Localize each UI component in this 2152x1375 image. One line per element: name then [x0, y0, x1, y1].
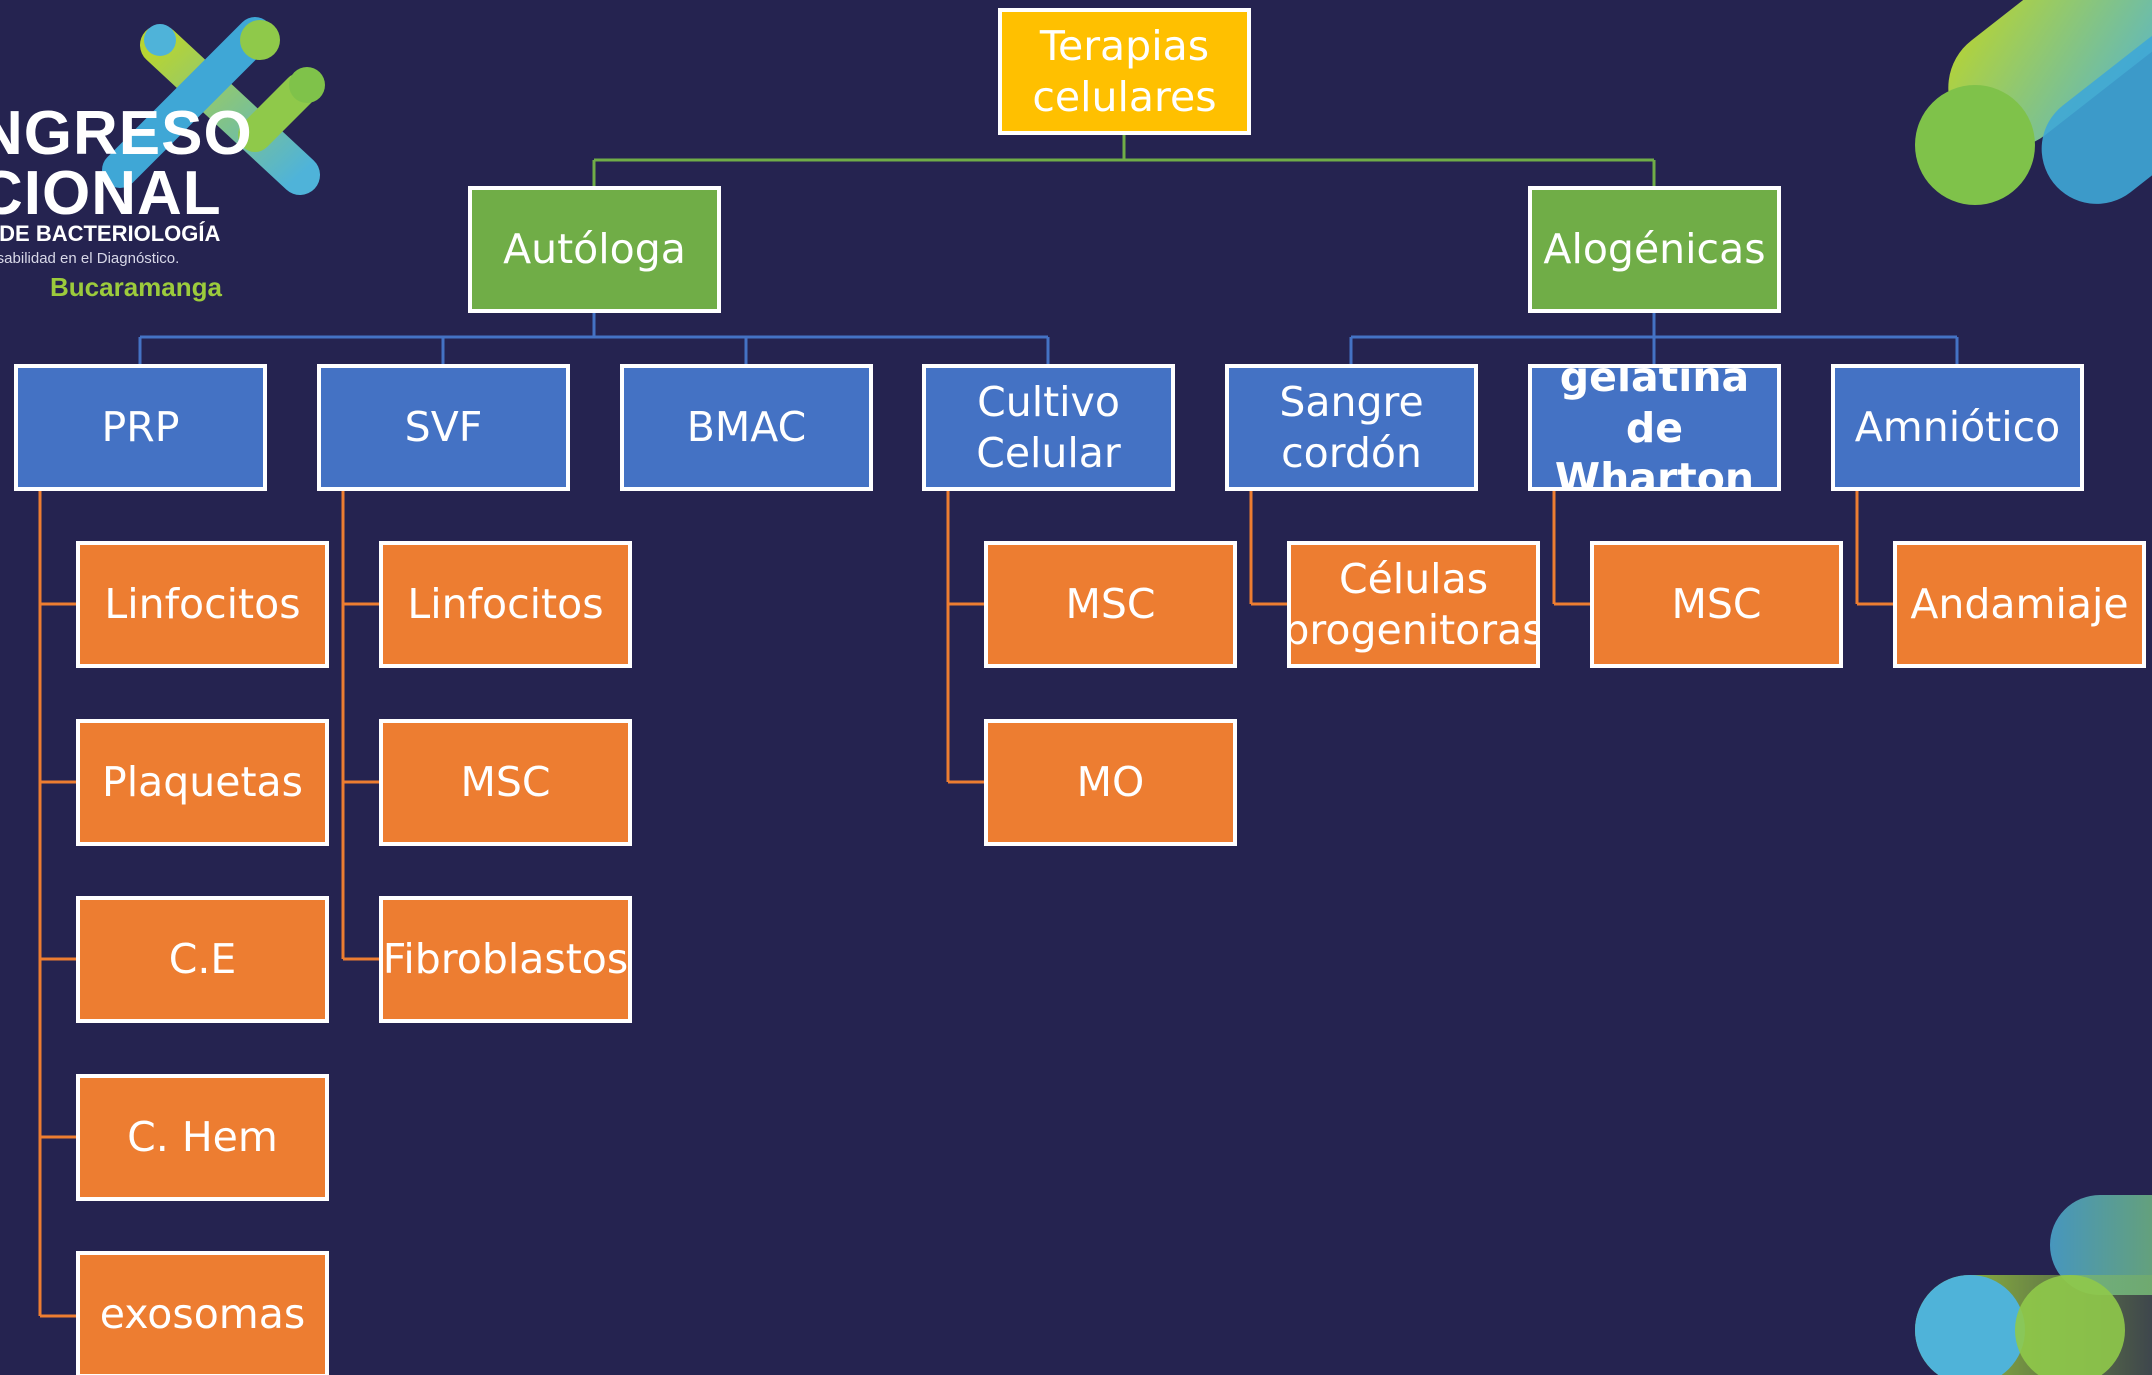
- leaf-amniotico-andamiaje: Andamiaje: [1893, 541, 2146, 668]
- connector-wharton: [1552, 489, 1592, 606]
- node-prp: PRP: [14, 364, 267, 491]
- node-sangre-cordon: Sangre cordón: [1225, 364, 1478, 491]
- connector-cultivo: [946, 489, 986, 784]
- corner-decoration-top: [1915, 0, 2152, 205]
- connector-autologa: [138, 311, 1050, 364]
- connector-root: [592, 135, 1656, 186]
- logo-title-line1: NGRESO: [0, 99, 253, 168]
- leaf-prp-plaquetas: Plaquetas: [76, 719, 329, 846]
- node-amniotico: Amniótico: [1831, 364, 2084, 491]
- node-terapias-celulares: Terapias celulares: [998, 8, 1251, 135]
- logo-city: Bucaramanga: [50, 272, 222, 302]
- leaf-wharton-msc: MSC: [1590, 541, 1843, 668]
- connector-alogenicas: [1349, 311, 1959, 364]
- connector-amniotico: [1855, 489, 1895, 606]
- node-autologa: Autóloga: [468, 186, 721, 313]
- node-svf: SVF: [317, 364, 570, 491]
- logo-subtitle: L DE BACTERIOLOGÍA: [0, 221, 221, 246]
- leaf-prp-ce: C.E: [76, 896, 329, 1023]
- node-bmac: BMAC: [620, 364, 873, 491]
- leaf-cultivo-mo: MO: [984, 719, 1237, 846]
- leaf-svf-msc: MSC: [379, 719, 632, 846]
- leaf-prp-exosomas: exosomas: [76, 1251, 329, 1375]
- leaf-sangre-celulas-progenitoras: Células progenitoras: [1287, 541, 1540, 668]
- logo-emblem: [102, 17, 325, 195]
- leaf-cultivo-msc: MSC: [984, 541, 1237, 668]
- connector-svf: [341, 489, 381, 961]
- node-gelatina-wharton: gelatina de Wharton: [1528, 364, 1781, 491]
- leaf-prp-linfocitos: Linfocitos: [76, 541, 329, 668]
- corner-decoration-bottom: [1915, 1195, 2152, 1375]
- leaf-prp-c-hem: C. Hem: [76, 1074, 329, 1201]
- connector-sangre: [1249, 489, 1289, 606]
- node-cultivo-celular: Cultivo Celular: [922, 364, 1175, 491]
- leaf-svf-fibroblastos: Fibroblastos: [379, 896, 632, 1023]
- logo-tagline: onsabilidad en el Diagnóstico.: [0, 250, 180, 267]
- node-alogenicas: Alogénicas: [1528, 186, 1781, 313]
- connector-prp: [38, 489, 78, 1318]
- logo-title-line2: CIONAL: [0, 159, 222, 228]
- leaf-svf-linfocitos: Linfocitos: [379, 541, 632, 668]
